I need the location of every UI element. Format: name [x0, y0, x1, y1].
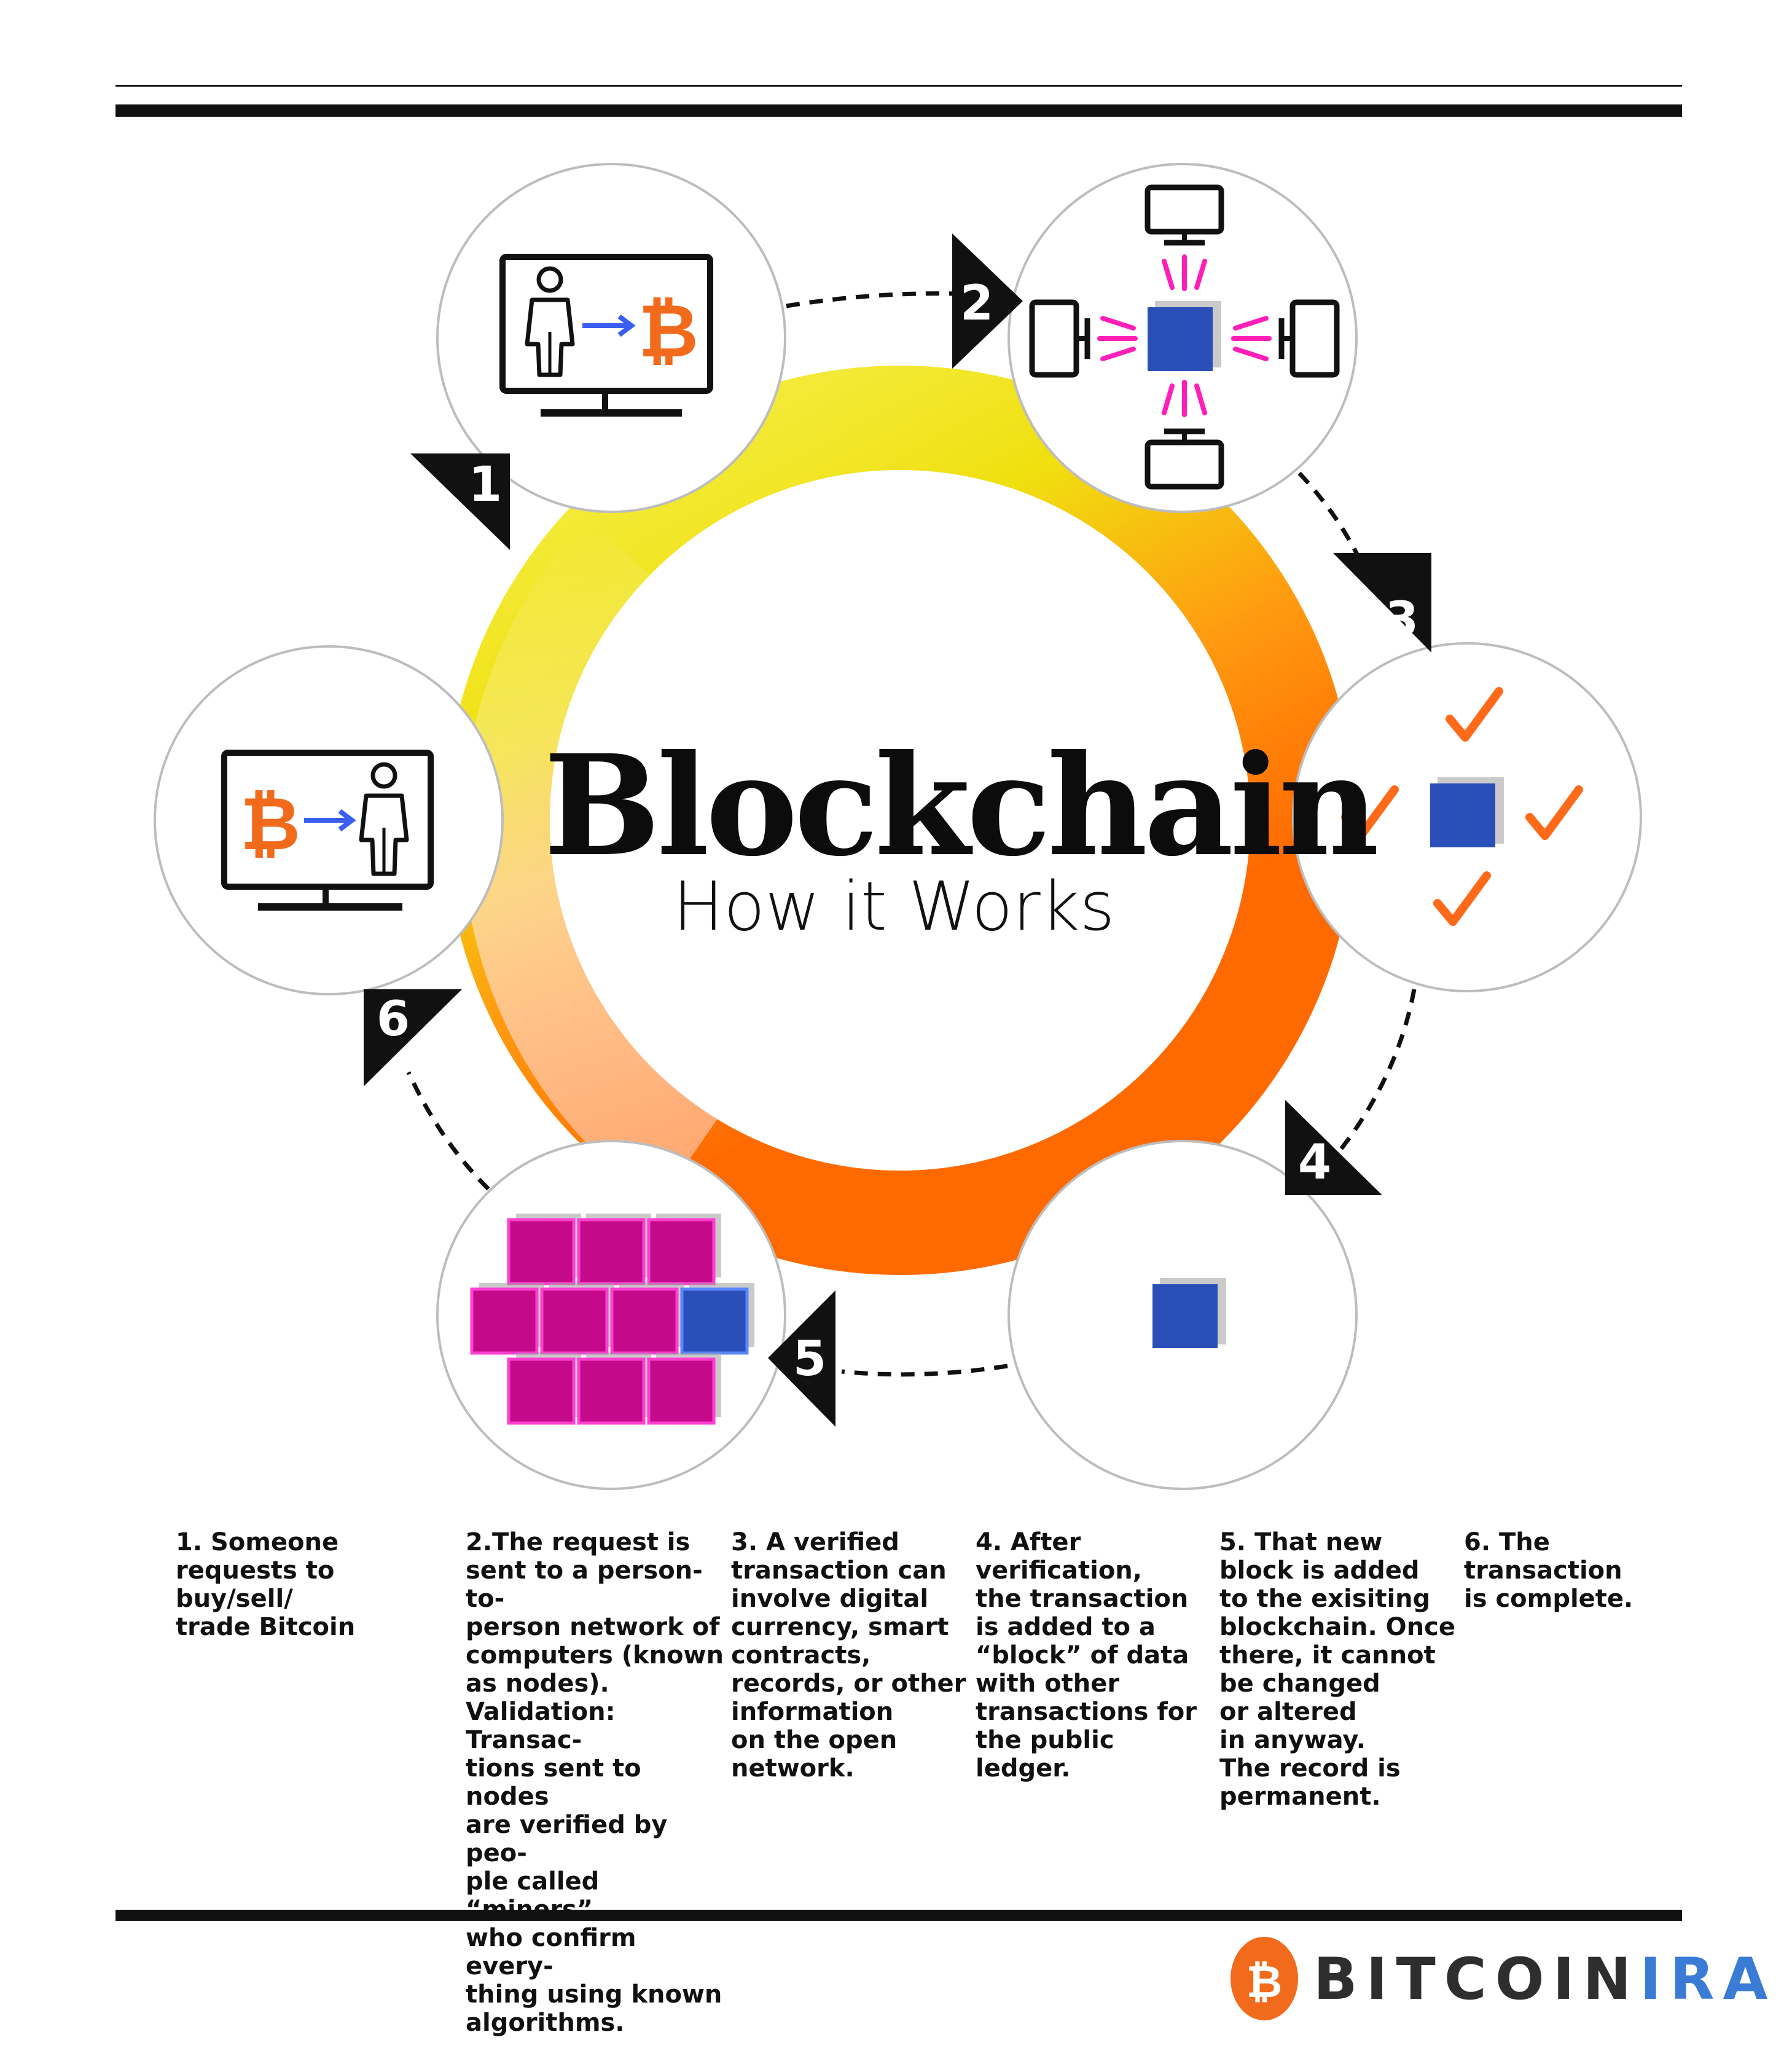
step-1-description: 1. Someone requests to buy/sell/ trade B…	[176, 1528, 356, 1641]
bitcoin-ira-logo-icon: ₿	[1231, 1937, 1298, 2020]
chain-block	[507, 1357, 576, 1425]
step-marker-4: 4	[1285, 1100, 1382, 1195]
step-number-5: 5	[793, 1332, 826, 1387]
chain-block	[610, 1287, 679, 1355]
blockchain-brick-wall-icon	[470, 1214, 754, 1425]
step-marker-5: 5	[768, 1290, 835, 1427]
step-number-6: 6	[377, 992, 410, 1047]
step-marker-3: 3	[1333, 553, 1431, 653]
bitcoin-ira-logo: BITCOINIRA	[1313, 1951, 1776, 2009]
bitcoin-to-person-monitor-icon: ₿	[221, 750, 434, 911]
svg-text:₿: ₿	[240, 782, 300, 867]
svg-text:₿: ₿	[1246, 1956, 1283, 2007]
svg-text:₿: ₿	[638, 289, 698, 374]
chain-block	[647, 1218, 716, 1285]
step-4-circle	[1008, 1140, 1358, 1490]
top-thick-rule	[115, 104, 1682, 117]
step-2-circle	[1008, 163, 1358, 513]
step-5-circle	[436, 1140, 786, 1490]
step-number-3: 3	[1385, 592, 1418, 648]
chain-block	[540, 1287, 609, 1355]
verified-block-checkmarks-icon	[1341, 687, 1583, 926]
chain-block	[507, 1218, 576, 1285]
bottom-thick-rule	[115, 1910, 1682, 1921]
step-number-2: 2	[960, 276, 993, 331]
step-marker-1: 1	[410, 453, 510, 550]
page-title: Blockchain	[544, 725, 1379, 887]
top-thin-rule	[115, 85, 1682, 87]
new-block	[680, 1287, 749, 1355]
step-3-description: 3. A verified transaction can involve di…	[731, 1528, 966, 1783]
step-number-4: 4	[1298, 1135, 1331, 1190]
step-2-description: 2.The request is sent to a person-to- pe…	[466, 1528, 724, 2037]
person-to-bitcoin-monitor-icon: ₿	[499, 254, 713, 417]
step-marker-2: 2	[952, 233, 1023, 369]
step-5-description: 5. That new block is added to the exisit…	[1219, 1528, 1455, 1811]
step-number-1: 1	[469, 457, 502, 512]
chain-block	[577, 1357, 646, 1425]
logo-text-ira: IRA	[1640, 1946, 1777, 2013]
step-1-circle: ₿	[436, 163, 786, 513]
network-nodes-block-icon	[1029, 184, 1340, 490]
step-6-circle: ₿	[154, 645, 504, 995]
new-block-icon	[1152, 1278, 1226, 1348]
step-6-description: 6. The transaction is complete.	[1464, 1528, 1634, 1613]
step-4-description: 4. After verification, the transaction i…	[976, 1528, 1197, 1783]
step-marker-6: 6	[364, 989, 462, 1086]
page-subtitle: How it Works	[673, 867, 1115, 946]
chain-block	[470, 1287, 539, 1355]
logo-text-bitcoin: BITCOIN	[1313, 1946, 1640, 2013]
chain-block	[647, 1357, 716, 1425]
chain-block	[577, 1218, 646, 1285]
step-3-circle	[1292, 642, 1642, 992]
